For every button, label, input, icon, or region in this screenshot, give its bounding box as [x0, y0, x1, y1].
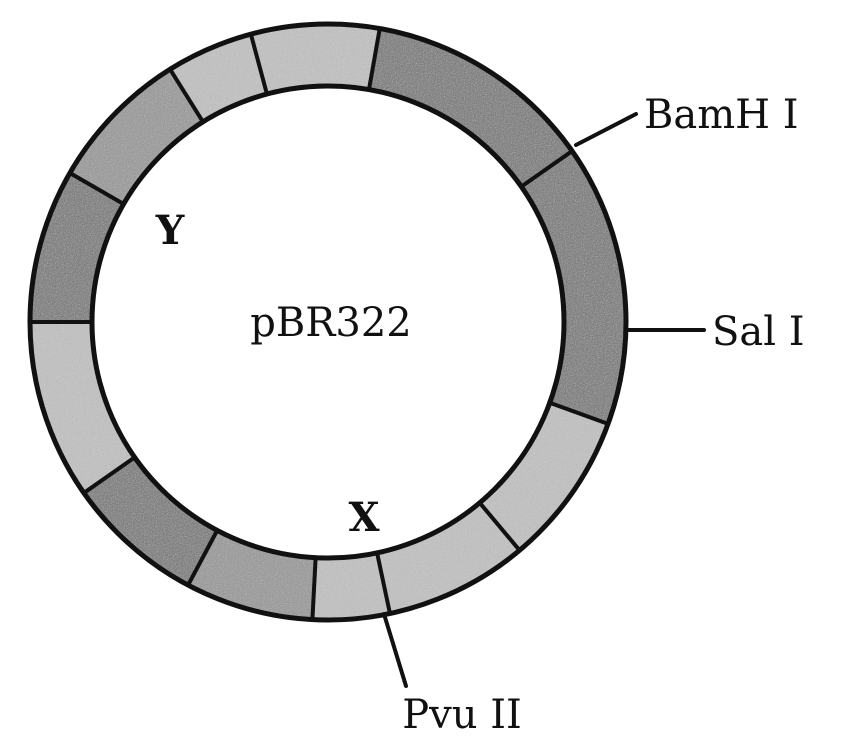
marker-x: X — [348, 494, 379, 541]
segment-divider — [549, 400, 609, 426]
sali-site-label: Sal I — [712, 309, 805, 355]
segment-divider — [367, 28, 382, 90]
plasmid-name: pBR322 — [250, 300, 411, 346]
pvuii-leader-line — [382, 612, 408, 688]
ring-segment — [377, 502, 520, 614]
segment-divider — [186, 529, 219, 587]
ring-segment — [479, 402, 609, 551]
segment-divider — [168, 68, 205, 123]
segment-divider — [520, 149, 574, 189]
segment-divider — [478, 501, 522, 552]
segment-divider — [248, 33, 269, 95]
pvuii-site-label: Pvu II — [402, 692, 522, 738]
segment-divider — [82, 455, 136, 495]
segment-dividers — [30, 28, 609, 620]
bamhi-leader-line — [574, 112, 638, 147]
marker-y: Y — [155, 207, 185, 254]
ring-segment — [69, 69, 203, 204]
ring-segment — [83, 457, 218, 586]
segment-divider — [375, 552, 392, 614]
ring-segment — [368, 28, 573, 187]
ring-segment — [312, 552, 390, 621]
ring-segment — [521, 151, 626, 424]
bamhi-site-label: BamH I — [644, 92, 799, 138]
segment-divider — [68, 171, 125, 206]
ring-segment — [250, 23, 380, 95]
ring-segment — [30, 322, 135, 493]
segment-divider — [310, 557, 318, 620]
